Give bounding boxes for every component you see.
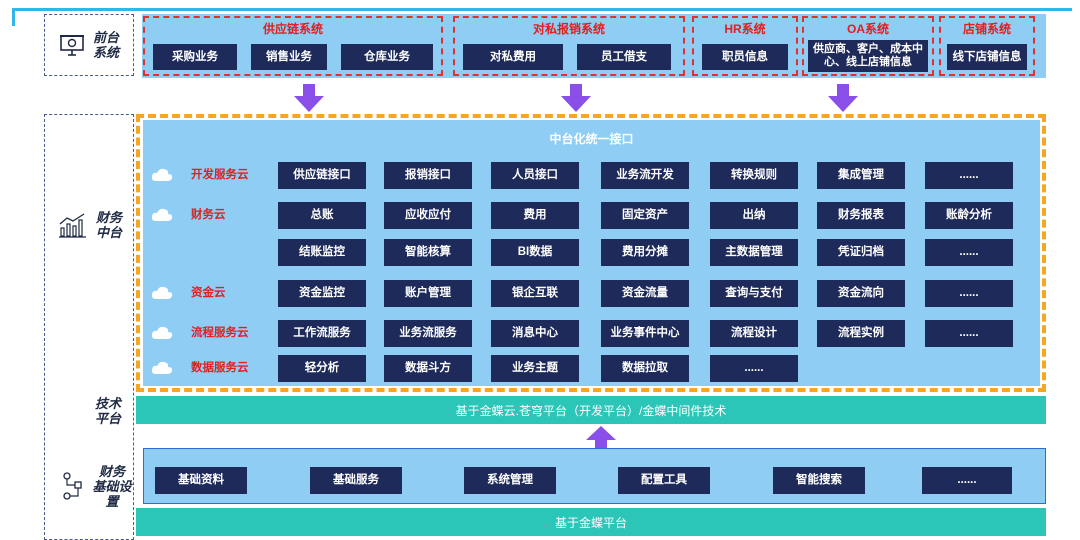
module-box: 业务流服务 [384, 320, 472, 347]
shop-system-title: 店铺系统 [962, 22, 1011, 36]
front-system-sidebox: 前台 系统 [44, 14, 134, 76]
module-box: 业务主题 [491, 355, 579, 382]
front-system-label: 前台 系统 [92, 30, 119, 60]
finance-base-panel [143, 448, 1046, 504]
module-box: 业务事件中心 [601, 320, 689, 347]
cloud-label: 资金云 [191, 287, 226, 299]
cloud-icon [151, 286, 173, 299]
module-box: 账户管理 [384, 280, 472, 307]
module-box: 凭证归档 [817, 239, 905, 266]
oa-system-title: OA系统 [846, 22, 889, 36]
module-box: 出纳 [710, 202, 798, 229]
supply-chain-system-title: 供应链系统 [262, 22, 323, 36]
sales-business-box: 销售业务 [251, 44, 327, 70]
module-box: 流程设计 [710, 320, 798, 347]
private-expense-box: 对私费用 [463, 44, 563, 70]
down-arrow-icon [294, 84, 324, 112]
module-box: 数据拉取 [601, 355, 689, 382]
cloud-label: 开发服务云 [191, 169, 249, 181]
oa-system-group: OA系统 供应商、客户、成本中心、线上店铺信息 [802, 16, 934, 76]
base-module-box: 基础服务 [310, 467, 402, 494]
base-module-box: 配置工具 [618, 467, 710, 494]
up-arrow-icon [586, 426, 616, 452]
module-box: 工作流服务 [278, 320, 366, 347]
expense-system-group: 对私报销系统 对私费用 员工借支 [453, 16, 685, 76]
module-box: 业务流开发 [601, 162, 689, 189]
module-box: ...... [925, 162, 1013, 189]
module-box: BI数据 [491, 239, 579, 266]
module-box: 财务报表 [817, 202, 905, 229]
kingdee-platform-bar: 基于金蝶平台 [136, 508, 1046, 536]
module-box: 智能核算 [384, 239, 472, 266]
staff-loan-box: 员工借支 [577, 44, 671, 70]
module-box: 数据斗方 [384, 355, 472, 382]
finance-middle-dashed-frame [136, 114, 1046, 392]
down-arrow-icon [828, 84, 858, 112]
shop-system-group: 店铺系统 线下店铺信息 [939, 16, 1035, 76]
staff-info-box: 职员信息 [702, 44, 788, 70]
module-box: 账龄分析 [925, 202, 1013, 229]
warehouse-business-box: 仓库业务 [341, 44, 433, 70]
base-module-box: 智能搜索 [773, 467, 865, 494]
hr-system-group: HR系统 职员信息 [692, 16, 798, 76]
module-box: ...... [925, 280, 1013, 307]
module-box: 银企互联 [491, 280, 579, 307]
module-box: 集成管理 [817, 162, 905, 189]
presentation-icon [59, 35, 84, 56]
offline-shop-info-box: 线下店铺信息 [947, 44, 1027, 70]
base-module-box: 系统管理 [464, 467, 556, 494]
module-box: 报销接口 [384, 162, 472, 189]
cloud-label: 数据服务云 [191, 362, 249, 374]
purchase-business-box: 采购业务 [153, 44, 237, 70]
base-module-box: ...... [922, 467, 1012, 494]
module-box: 固定资产 [601, 202, 689, 229]
module-box: 资金监控 [278, 280, 366, 307]
module-box: 总账 [278, 202, 366, 229]
flow-nodes-icon [63, 472, 83, 500]
module-box: 资金流量 [601, 280, 689, 307]
module-box: 主数据管理 [710, 239, 798, 266]
module-box: 应收应付 [384, 202, 472, 229]
tech-platform-bar: 基于金蝶云.苍穹平台（开发平台）/金蝶中间件技术 [136, 396, 1046, 424]
supply-chain-system-group: 供应链系统 采购业务 销售业务 仓库业务 [143, 16, 443, 76]
expense-system-title: 对私报销系统 [532, 22, 605, 36]
finance-middle-label-group: 财务 中台 [48, 200, 132, 250]
module-box: 转换规则 [710, 162, 798, 189]
down-arrow-icon [561, 84, 591, 112]
top-accent-line [12, 8, 1072, 11]
top-accent-tick [12, 8, 15, 26]
module-box: ...... [925, 320, 1013, 347]
module-box: 结账监控 [278, 239, 366, 266]
module-box: 流程实例 [817, 320, 905, 347]
finance-base-label-group: 财务 基础设 置 [60, 462, 134, 510]
module-box: 查询与支付 [710, 280, 798, 307]
cloud-label: 财务云 [191, 209, 226, 221]
hr-system-title: HR系统 [724, 22, 766, 36]
cloud-icon [151, 326, 173, 339]
module-box: 费用 [491, 202, 579, 229]
cloud-icon [151, 208, 173, 221]
finance-base-label: 财务 基础设 置 [92, 463, 132, 509]
module-box: ...... [925, 239, 1013, 266]
cloud-icon [151, 361, 173, 374]
tech-platform-label: 技术 平台 [94, 396, 121, 426]
module-box: 资金流向 [817, 280, 905, 307]
finance-middle-label: 财务 中台 [95, 210, 122, 240]
module-box: ...... [710, 355, 798, 382]
module-box: 供应链接口 [278, 162, 366, 189]
cloud-icon [151, 168, 173, 181]
module-box: 轻分析 [278, 355, 366, 382]
module-box: 人员接口 [491, 162, 579, 189]
cloud-label: 流程服务云 [191, 327, 249, 339]
bar-chart-icon [58, 213, 86, 238]
unified-interface-title: 中台化统一接口 [549, 132, 634, 146]
module-box: 消息中心 [491, 320, 579, 347]
module-box: 费用分摊 [601, 239, 689, 266]
base-module-box: 基础资料 [155, 467, 247, 494]
oa-info-box: 供应商、客户、成本中心、线上店铺信息 [808, 40, 928, 72]
